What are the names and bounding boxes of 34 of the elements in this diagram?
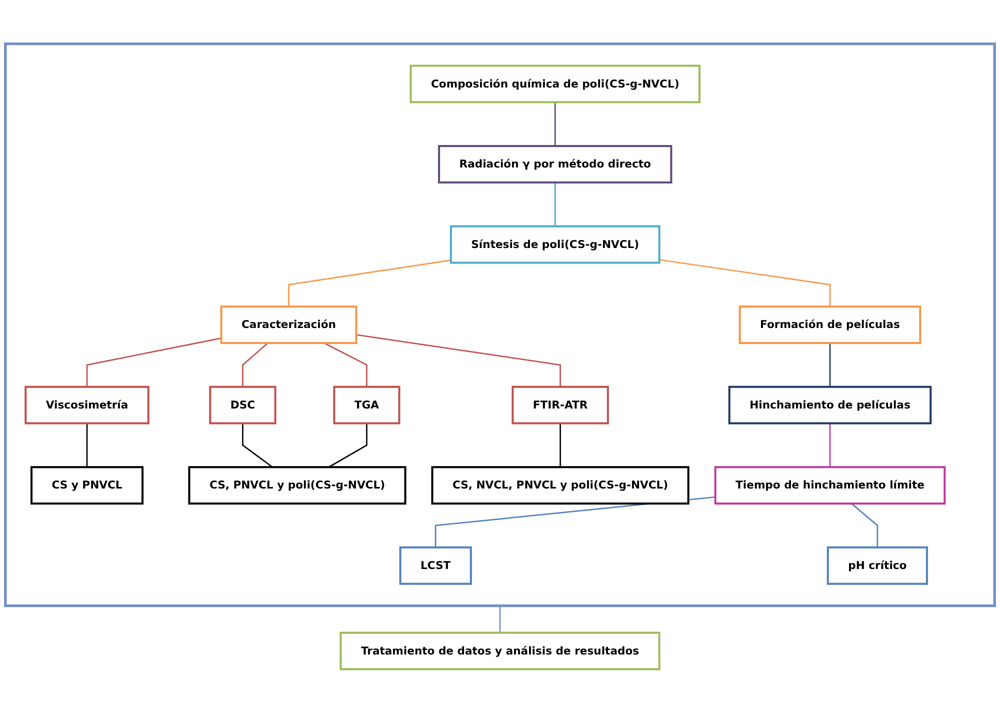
- node-box: Formación de películas: [738, 306, 922, 344]
- connector: [499, 606, 501, 633]
- node-box: CS, NVCL, PNVCL y poli(CS-g-NVCL): [431, 466, 690, 505]
- connector: [324, 342, 368, 387]
- node-box: FTIR-ATR: [512, 386, 609, 424]
- cluster: [4, 42, 996, 608]
- connector: [554, 182, 556, 226]
- node-box: Composición química de poli(CS-g-NVCL): [410, 64, 700, 104]
- node-box: LCST: [399, 546, 472, 585]
- node-box: DSC: [209, 386, 276, 424]
- connector: [554, 102, 556, 146]
- node-box: CS, PNVCL y poli(CS-g-NVCL): [188, 466, 406, 505]
- node-box: pH crítico: [826, 546, 928, 585]
- connector: [242, 342, 268, 387]
- node-box: Viscosimetría: [24, 386, 150, 424]
- node-box: Tiempo de hinchamiento límite: [714, 466, 946, 505]
- node-box: Caracterización: [220, 306, 358, 344]
- connector: [86, 423, 88, 468]
- connector: [829, 423, 831, 468]
- node-box: Tratamiento de datos y análisis de resultados: [340, 632, 660, 670]
- connector: [86, 338, 222, 387]
- connector: [242, 423, 273, 468]
- connector: [851, 503, 878, 548]
- connector: [560, 423, 561, 468]
- connector: [829, 343, 831, 387]
- connector: [328, 423, 368, 468]
- node-box: TGA: [333, 386, 400, 424]
- node-box: Síntesis de poli(CS-g-NVCL): [450, 225, 660, 264]
- connector: [356, 334, 561, 387]
- node-box: CS y PNVCL: [30, 466, 144, 505]
- node-box: Hinchamiento de películas: [728, 386, 932, 424]
- connector: [659, 259, 831, 307]
- connector: [288, 260, 452, 307]
- node-box: Radiación γ por método directo: [438, 145, 672, 184]
